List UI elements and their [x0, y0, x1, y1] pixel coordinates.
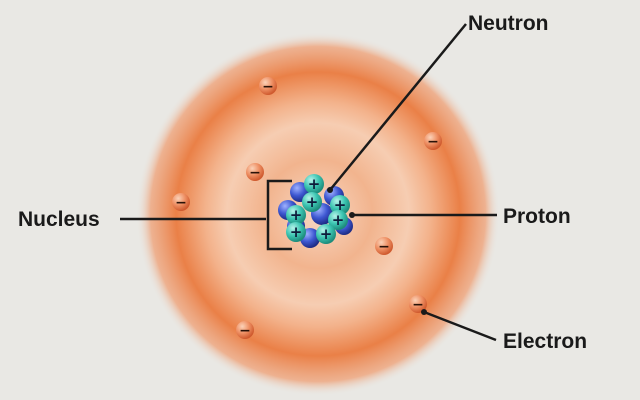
- proton-pointer-dot: [349, 212, 355, 218]
- proton-plus-sign: +: [334, 196, 347, 214]
- proton-particle: [302, 192, 322, 212]
- svg-text:−: −: [412, 297, 424, 313]
- electron: −: [375, 237, 393, 255]
- neutron-label: Neutron: [468, 12, 549, 35]
- svg-text:−: −: [427, 134, 439, 150]
- proton-plus-sign: +: [290, 223, 303, 241]
- electron-pointer-dot: [421, 309, 427, 315]
- electron: −: [246, 163, 264, 181]
- nucleus-label: Nucleus: [18, 208, 100, 231]
- electrons: − − − − − − −: [172, 77, 442, 339]
- nucleus-bracket: [266, 179, 292, 251]
- proton-particle: [316, 224, 336, 244]
- proton-particle: [286, 222, 306, 242]
- electron: −: [409, 295, 427, 313]
- nucleus: + + + + + + +: [278, 174, 353, 248]
- proton-plus-sign: +: [306, 193, 319, 211]
- proton-plus-sign: +: [320, 225, 333, 243]
- electron: −: [236, 321, 254, 339]
- proton-particle: [304, 174, 324, 194]
- proton-particle: [330, 195, 350, 215]
- electron-leader-line: [423, 310, 497, 342]
- svg-text:−: −: [262, 79, 274, 95]
- neutron-pointer-dot: [327, 187, 333, 193]
- electron: −: [424, 132, 442, 150]
- svg-text:−: −: [175, 195, 187, 211]
- electron-label: Electron: [503, 330, 587, 353]
- proton-plus-sign: +: [308, 175, 321, 193]
- proton-label: Proton: [503, 205, 571, 228]
- proton-particle: [286, 205, 306, 225]
- svg-text:−: −: [378, 239, 390, 255]
- electron: −: [259, 77, 277, 95]
- proton-plus-sign: +: [332, 211, 345, 229]
- neutron-leader-line: [329, 23, 467, 191]
- electron: −: [172, 193, 190, 211]
- proton-particle: [328, 210, 348, 230]
- svg-text:−: −: [239, 323, 251, 339]
- svg-text:−: −: [249, 165, 261, 181]
- proton-plus-sign: +: [290, 206, 303, 224]
